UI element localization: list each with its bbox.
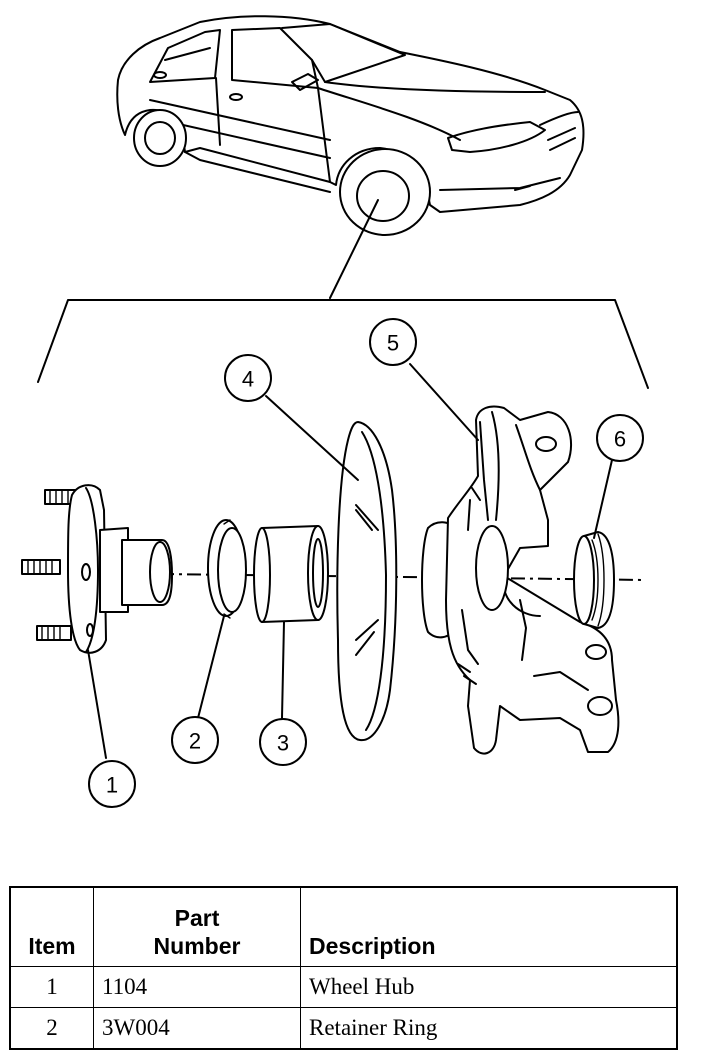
detail-pointer-line bbox=[329, 199, 379, 299]
detail-bracket bbox=[37, 299, 649, 389]
svg-text:6: 6 bbox=[614, 427, 626, 452]
wheel-bearing-part bbox=[253, 525, 329, 623]
table-header-row: Item Part Number Description bbox=[9, 886, 678, 967]
row-item-cell: 1 bbox=[9, 966, 94, 1008]
row-description-cell: Retainer Ring bbox=[300, 1007, 678, 1050]
table-row: 1 1104 Wheel Hub bbox=[9, 966, 678, 1008]
row-part-number-cell: 1104 bbox=[93, 966, 301, 1008]
table-row: 2 3W004 Retainer Ring bbox=[9, 1007, 678, 1050]
callout-1: 1 bbox=[88, 760, 136, 808]
svg-text:1: 1 bbox=[106, 773, 118, 798]
svg-text:3: 3 bbox=[277, 731, 289, 756]
header-item: Item bbox=[9, 886, 94, 967]
callout-5: 5 bbox=[369, 318, 417, 366]
axle-seal-part bbox=[573, 531, 615, 629]
svg-text:5: 5 bbox=[387, 331, 399, 356]
row-part-number-cell: 3W004 bbox=[93, 1007, 301, 1050]
callout-leader-lines bbox=[87, 363, 613, 759]
header-part-line2: Number bbox=[153, 933, 241, 959]
callout-3: 3 bbox=[259, 718, 307, 766]
svg-text:4: 4 bbox=[242, 367, 254, 392]
exploded-view-diagram: 1 2 3 4 5 6 bbox=[21, 15, 649, 808]
row-item-cell: 2 bbox=[9, 1007, 94, 1050]
header-part-number: Part Number bbox=[93, 886, 301, 967]
header-description: Description bbox=[300, 886, 678, 967]
callout-2: 2 bbox=[171, 716, 219, 764]
retainer-ring-part bbox=[207, 519, 247, 619]
vehicle-illustration bbox=[116, 15, 585, 236]
splash-shield-part bbox=[336, 421, 398, 742]
svg-text:2: 2 bbox=[189, 729, 201, 754]
callout-4: 4 bbox=[224, 354, 272, 402]
wheel-hub-part bbox=[21, 484, 173, 654]
row-description-cell: Wheel Hub bbox=[300, 966, 678, 1008]
callout-6: 6 bbox=[596, 414, 644, 462]
header-part-line1: Part bbox=[174, 905, 220, 931]
parts-table: Item Part Number Description 1 1104 Whee… bbox=[9, 886, 678, 1050]
steering-knuckle-part bbox=[421, 405, 620, 755]
